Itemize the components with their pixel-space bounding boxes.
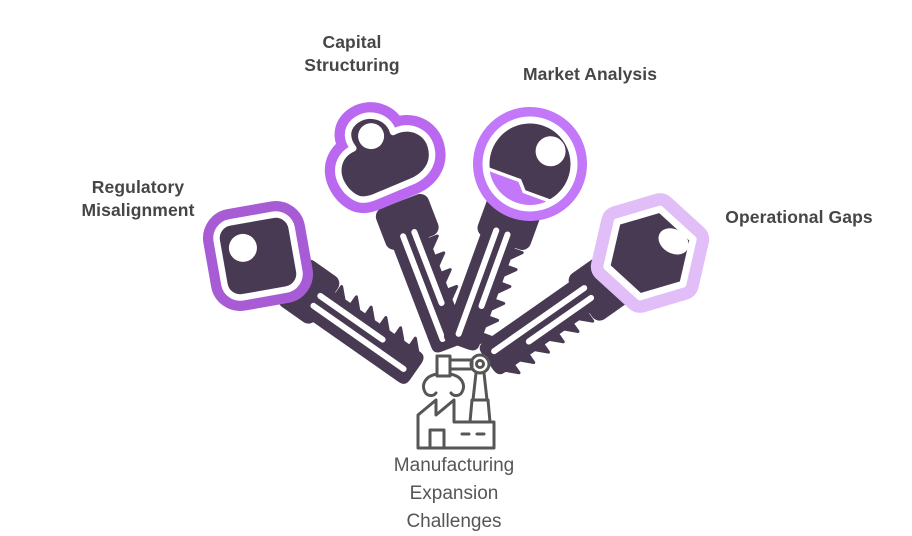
factory-building <box>416 398 496 450</box>
pivot-outer-circle <box>469 353 491 375</box>
key-capital-structuring <box>324 102 500 362</box>
key-hole <box>535 136 566 167</box>
key-head-notch-edge <box>483 165 561 207</box>
label-market-analysis: Market Analysis <box>505 63 675 86</box>
gripper-wrist <box>435 354 452 378</box>
factory-icon-strokes <box>416 353 496 450</box>
key-regulatory-misalignment <box>203 201 448 411</box>
claw-left <box>422 372 439 397</box>
factory-door <box>428 428 446 450</box>
label-line: Regulatory <box>91 177 185 197</box>
label-line: Operational Gaps <box>725 207 873 227</box>
tower-upper <box>471 371 489 402</box>
key-hole <box>228 233 257 262</box>
caption-line: Challenges <box>406 511 502 532</box>
label-line: Capital <box>322 32 382 52</box>
center-caption: Manufacturing Expansion Challenges <box>354 452 554 536</box>
key-head-hexagon <box>590 193 710 313</box>
key-hole <box>658 228 689 255</box>
claw-right <box>448 372 465 397</box>
key-hole <box>358 123 385 150</box>
label-capital-structuring: Capital Structuring <box>272 31 432 77</box>
label-line: Structuring <box>304 55 400 75</box>
label-operational-gaps: Operational Gaps <box>714 206 884 229</box>
tower-lower <box>468 398 492 424</box>
label-line: Market Analysis <box>522 64 658 84</box>
key-head-fill <box>213 211 303 301</box>
pivot-inner-circle <box>475 359 485 369</box>
key-operational-gaps <box>457 193 710 412</box>
caption-line: Expansion <box>409 483 499 504</box>
label-line: Misalignment <box>81 200 195 220</box>
label-regulatory-misalignment: Regulatory Misalignment <box>58 176 218 222</box>
factory-robot-arm-icon <box>416 353 496 450</box>
arm-bar <box>448 358 474 371</box>
key-head-rounded-square <box>203 201 313 311</box>
caption-line: Manufacturing <box>393 455 515 476</box>
key-market-analysis <box>422 107 587 362</box>
